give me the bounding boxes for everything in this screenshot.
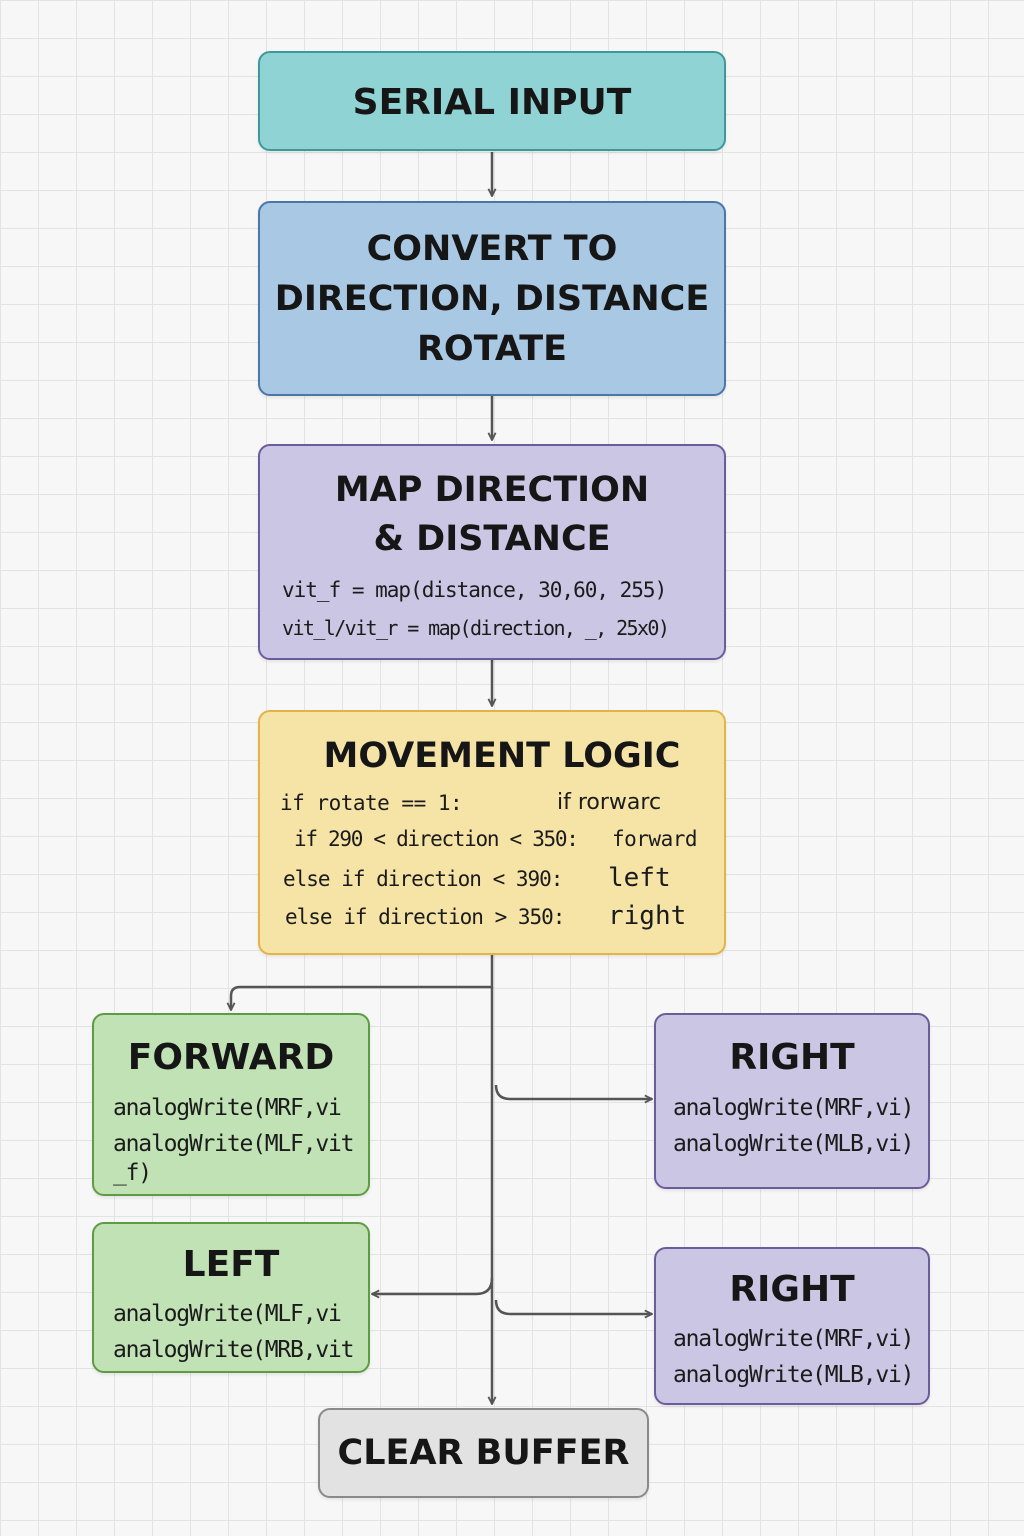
movement-row-4-left: else if direction > 350:: [285, 905, 565, 929]
forward-code-line-1: analogWrite(MRF,vi: [113, 1095, 342, 1121]
forward-code-line-3: _f): [113, 1160, 152, 1186]
forward-node: FORWARD analogWrite(MRF,vi analogWrite(M…: [92, 1013, 370, 1196]
right-top-title: RIGHT: [729, 1037, 855, 1078]
map-code-line-2: vit_l/vit_r = map(direction, _, 25x0): [282, 616, 670, 640]
movement-row-4-right: right: [608, 901, 687, 931]
forward-title: FORWARD: [127, 1037, 335, 1078]
movement-logic-node: MOVEMENT LOGIC if rotate == 1: if rorwar…: [258, 710, 726, 955]
right-top-node: RIGHT analogWrite(MRF,vi) analogWrite(ML…: [654, 1013, 930, 1189]
right-bottom-code-line-2: analogWrite(MLB,vi): [673, 1362, 914, 1388]
convert-title-line-1: CONVERT TO: [366, 229, 618, 269]
right-top-code-line-1: analogWrite(MRF,vi): [673, 1095, 914, 1121]
clear-buffer-title: CLEAR BUFFER: [337, 1433, 630, 1473]
map-title-line-1: MAP DIRECTION: [334, 470, 650, 510]
forward-code-line-2: analogWrite(MLF,vit: [113, 1131, 354, 1157]
convert-title-line-3: ROTATE: [416, 329, 567, 369]
movement-row-3-left: else if direction < 390:: [283, 867, 563, 891]
left-title: LEFT: [182, 1244, 280, 1285]
arrow-to-right-top: [494, 1084, 652, 1099]
right-bottom-code-line-1: analogWrite(MRF,vi): [673, 1326, 914, 1352]
convert-title-line-2: DIRECTION, DISTANCE: [274, 279, 710, 319]
right-bottom-node: RIGHT analogWrite(MRF,vi) analogWrite(ML…: [654, 1247, 930, 1405]
movement-row-3-right: left: [608, 863, 671, 893]
map-node: MAP DIRECTION & DISTANCE vit_f = map(dis…: [258, 444, 726, 660]
left-node: LEFT analogWrite(MLF,vi analogWrite(MRB,…: [92, 1222, 370, 1373]
left-code-line-2: analogWrite(MRB,vit: [113, 1337, 354, 1363]
movement-row-1-right: if rorwarc: [557, 790, 662, 815]
right-bottom-title: RIGHT: [729, 1269, 855, 1310]
convert-node: CONVERT TO DIRECTION, DISTANCE ROTATE: [258, 201, 726, 396]
movement-row-2-left: if 290 < direction < 350:: [294, 827, 579, 851]
right-top-code-line-2: analogWrite(MLB,vi): [673, 1131, 914, 1157]
serial-input-node: SERIAL INPUT: [258, 51, 726, 151]
map-title-line-2: & DISTANCE: [373, 519, 611, 559]
movement-logic-title: MOVEMENT LOGIC: [323, 736, 681, 776]
movement-row-2-right: forward: [612, 827, 698, 851]
serial-input-title: SERIAL INPUT: [352, 82, 632, 123]
arrow-movement-to-forward: [231, 955, 494, 1010]
clear-buffer-node: CLEAR BUFFER: [318, 1408, 649, 1498]
left-code-line-1: analogWrite(MLF,vi: [113, 1301, 342, 1327]
arrow-to-left: [372, 1277, 494, 1294]
arrow-to-right-bottom: [494, 1299, 652, 1314]
map-code-line-1: vit_f = map(distance, 30,60, 255): [282, 578, 667, 602]
movement-row-1-left: if rotate == 1:: [280, 791, 463, 815]
